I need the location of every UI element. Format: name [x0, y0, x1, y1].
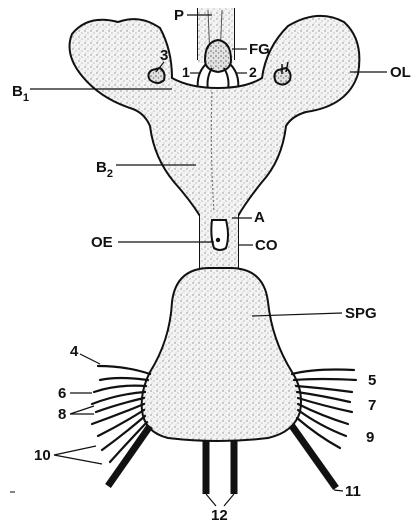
label-b1-main: B: [12, 83, 23, 100]
leader-12a: [206, 494, 216, 506]
label-b2-sub: 2: [107, 168, 113, 180]
label-6: 6: [58, 385, 66, 402]
frontal-ganglion: [205, 40, 231, 72]
label-7: 7: [368, 397, 376, 414]
leader-4: [80, 354, 100, 364]
label-co: CO: [255, 237, 278, 254]
label-1: 1: [182, 64, 190, 80]
label-3: 3: [160, 47, 168, 64]
label-b1: B1: [12, 83, 29, 104]
label-5: 5: [368, 372, 376, 389]
label-11: 11: [345, 483, 361, 500]
label-b2: B2: [96, 159, 113, 180]
label-b2-main: B: [96, 159, 107, 176]
label-8: 8: [58, 406, 66, 423]
label-b1-sub: 1: [23, 92, 29, 104]
label-ol: OL: [390, 64, 411, 81]
leader-12b: [224, 494, 234, 506]
leader-11: [334, 490, 343, 491]
leader-8a: [70, 406, 94, 414]
thick-nerve-11: [292, 426, 336, 488]
label-2: 2: [249, 64, 257, 80]
label-oe: OE: [91, 234, 113, 251]
nerve-3-stump: [148, 68, 164, 83]
suboesophageal-ganglion: [142, 268, 301, 441]
label-spg: SPG: [345, 305, 377, 322]
left-nerve-bundle: [92, 366, 150, 462]
label-12: 12: [211, 507, 228, 524]
label-p: P: [174, 7, 184, 24]
label-10: 10: [34, 447, 51, 464]
label-a: A: [254, 209, 265, 226]
leader-10a: [54, 446, 96, 455]
label-9: 9: [366, 429, 374, 446]
label-4: 4: [70, 343, 79, 360]
leader-10b: [54, 455, 102, 464]
oesophagus-lumen: [216, 238, 220, 242]
label-fg: FG: [249, 41, 270, 58]
oesophagus: [211, 220, 228, 250]
